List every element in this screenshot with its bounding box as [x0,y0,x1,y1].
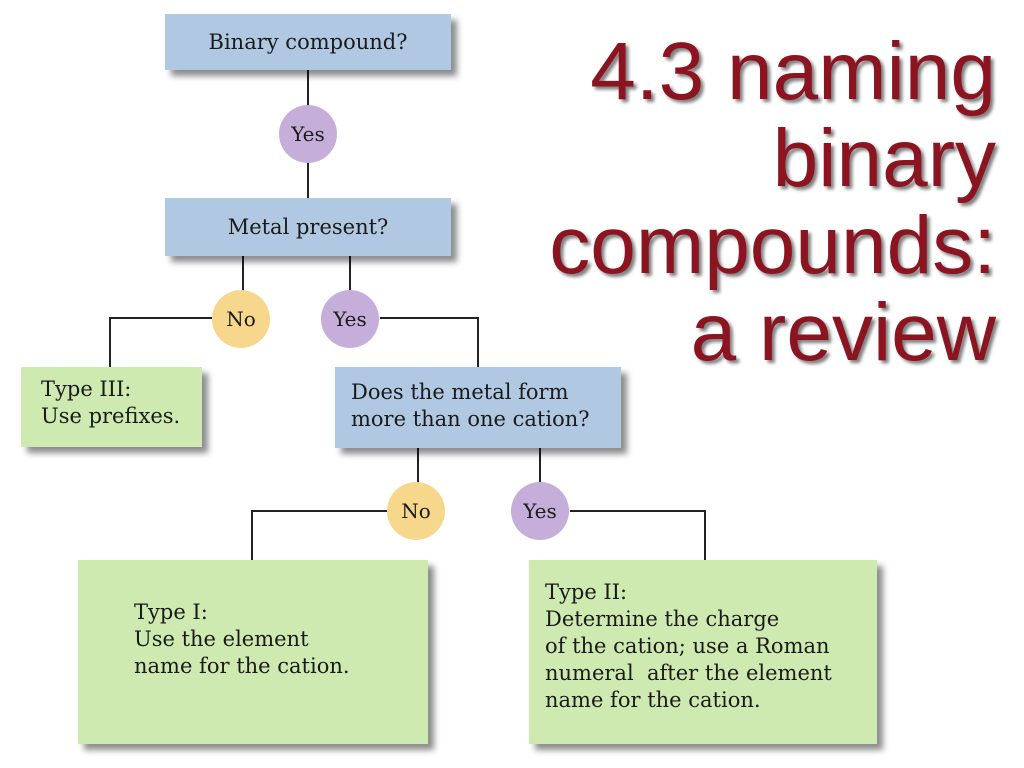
yes-circle-metal: Yes [321,290,379,348]
title-line-3: compounds: [549,200,996,291]
no-label: No [226,307,256,331]
binary-compound-label: Binary compound? [208,30,408,54]
type-i-text-line-2: name for the cation. [134,654,350,678]
type-ii-box: Type II: Determine the charge of the cat… [529,560,877,744]
type-iii-heading: Type III: [41,377,132,401]
yes-label: Yes [291,122,325,146]
connector-no-type1 [251,510,387,560]
title-line-1: 4.3 naming [590,26,996,117]
type-i-box: Type I: Use the element name for the cat… [78,560,428,744]
yes-circle-cation: Yes [511,482,569,540]
connector-no-type3 [109,317,212,367]
connector-yes-cation [380,317,479,367]
type-ii-text-line-3: numeral after the element [545,661,832,685]
connector-yes-type2 [570,510,706,560]
no-label: No [401,499,431,523]
type-ii-text-line-4: name for the cation. [545,688,761,712]
metal-present-label: Metal present? [227,215,389,239]
type-i-text-line-1: Use the element [134,627,309,651]
type-ii-heading: Type II: [545,580,628,604]
type-iii-text: Use prefixes. [41,404,181,428]
no-circle-cation: No [387,482,445,540]
type-iii-box: Type III: Use prefixes. [21,367,202,447]
type-i-heading: Type I: [134,600,208,624]
no-circle-metal: No [212,290,270,348]
cation-question-line-2: more than one cation? [351,407,590,431]
slide-title: 4.3 naming binary compounds: a review [549,28,996,376]
title-line-2: binary [772,113,996,204]
yes-label: Yes [523,499,557,523]
cation-question-line-1: Does the metal form [351,380,569,404]
yes-label: Yes [333,307,367,331]
more-than-one-cation-box: Does the metal form more than one cation… [335,367,621,448]
title-line-4: a review [690,287,996,378]
type-ii-text-line-2: of the cation; use a Roman [545,634,830,658]
metal-present-box: Metal present? [165,198,451,256]
type-ii-text-line-1: Determine the charge [545,607,780,631]
yes-circle-binary: Yes [279,105,337,163]
binary-compound-box: Binary compound? [165,14,451,70]
